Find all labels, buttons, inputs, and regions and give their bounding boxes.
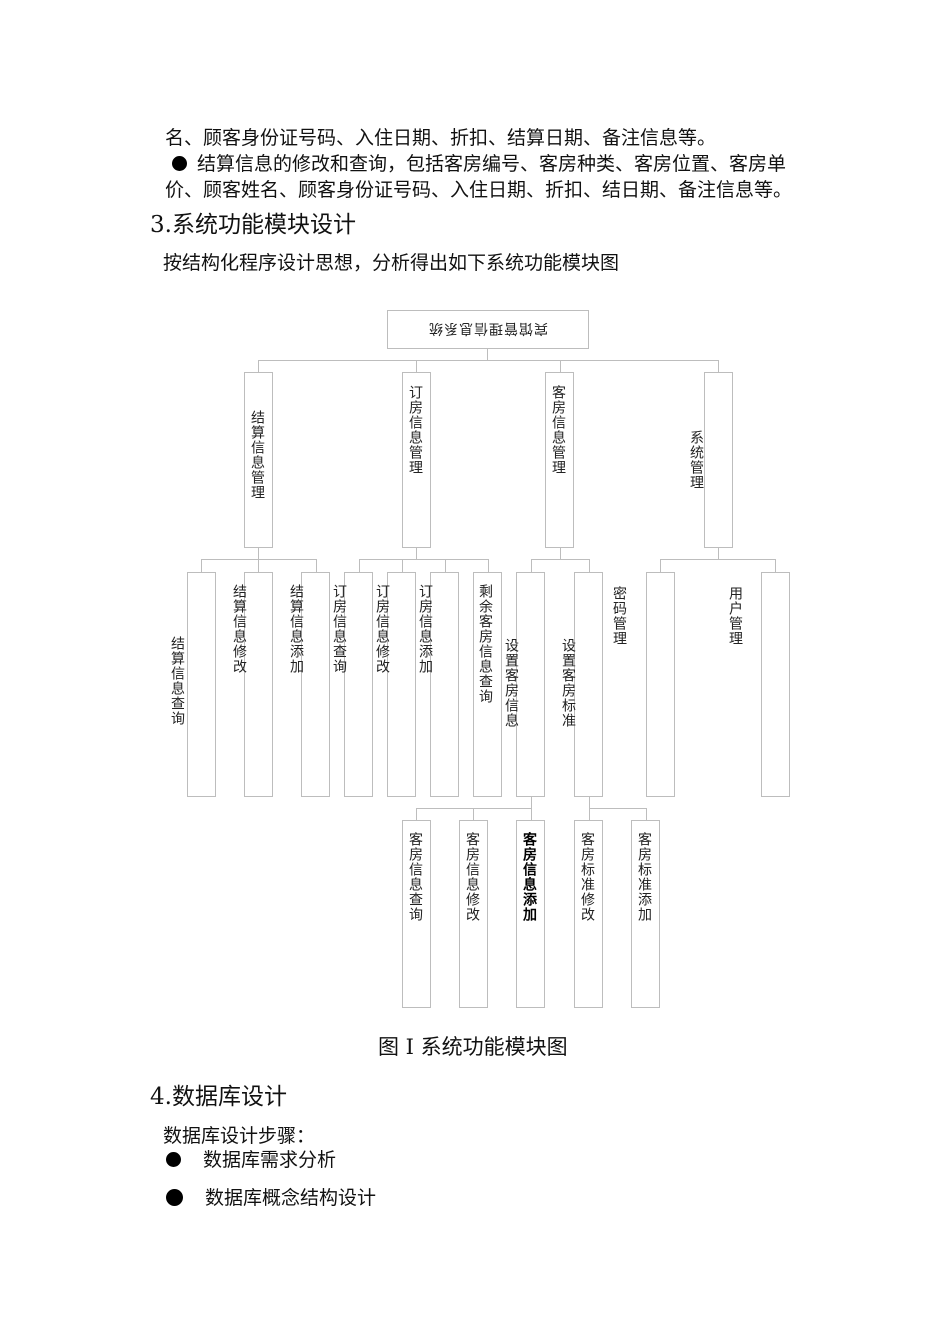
module-box-booking [402, 372, 431, 548]
paragraph-line: 结算信息的修改和查询，包括客房编号、客房种类、客房位置、客房单 [197, 153, 787, 175]
section-intro: 数据库设计步骤： [163, 1125, 316, 1147]
submodule-box [301, 572, 330, 797]
submodule-label: 密码管理 [611, 586, 627, 646]
connector [416, 548, 417, 559]
connector [531, 797, 532, 808]
submodule-box [430, 572, 459, 797]
bullet-paragraph: 结算信息的修改和查询，包括客房编号、客房种类、客房位置、客房单 [172, 152, 786, 176]
leaf-box [574, 820, 603, 1008]
submodule-label: 结算信息修改 [231, 584, 247, 674]
submodule-box [187, 572, 216, 797]
connector [531, 808, 532, 820]
connector [488, 559, 489, 572]
submodule-box [516, 572, 545, 797]
connector [201, 559, 317, 560]
submodule-label: 订房信息查询 [331, 584, 347, 674]
leaf-box [516, 820, 545, 1008]
connector [445, 559, 446, 572]
figure-caption: 图 I 系统功能模块图 [378, 1035, 568, 1059]
connector [660, 559, 661, 572]
leaf-box [402, 820, 431, 1008]
connector [560, 548, 561, 559]
section-heading: 3.系统功能模块设计 [150, 212, 356, 238]
submodule-label: 订房信息修改 [374, 584, 390, 674]
connector [660, 559, 776, 560]
module-label: 订房信息管理 [407, 385, 423, 475]
submodule-label: 订房信息添加 [417, 584, 433, 674]
root-box [387, 310, 589, 349]
connector [589, 808, 590, 820]
connector [775, 559, 776, 572]
submodule-label: 结算信息添加 [288, 584, 304, 674]
connector [416, 808, 417, 820]
connector [487, 349, 488, 360]
step-label: 数据库需求分析 [203, 1149, 337, 1171]
root-label: 宾馆管理信息系统 [428, 320, 548, 336]
module-label: 系统管理 [688, 430, 704, 490]
connector [416, 360, 417, 372]
connector [589, 808, 647, 809]
connector [531, 559, 532, 572]
bullet-icon [172, 155, 187, 171]
submodule-label: 剩余客房信息查询 [477, 584, 493, 704]
step-label: 数据库概念结构设计 [205, 1187, 377, 1209]
submodule-label: 设置客房信息 [503, 638, 519, 728]
submodule-box [574, 572, 603, 797]
section-intro: 按结构化程序设计思想，分析得出如下系统功能模块图 [163, 252, 620, 274]
connector [402, 559, 403, 572]
submodule-label: 结算信息查询 [169, 636, 185, 726]
module-box-room [545, 372, 574, 548]
connector [589, 797, 590, 808]
submodule-box [344, 572, 373, 797]
connector [718, 548, 719, 559]
connector [258, 548, 259, 559]
submodule-box [761, 572, 790, 797]
connector [316, 559, 317, 572]
connector [258, 360, 719, 361]
bullet-icon [166, 1188, 183, 1206]
connector [473, 808, 474, 820]
connector [258, 360, 259, 372]
submodule-box [244, 572, 273, 797]
step-item: 数据库概念结构设计 [166, 1186, 376, 1210]
leaf-label: 客房信息查询 [407, 832, 423, 922]
leaf-label: 客房信息修改 [464, 832, 480, 922]
paragraph-line: 价、顾客姓名、顾客身份证号码、入住日期、折扣、结日期、备注信息等。 [165, 179, 793, 201]
step-item: 数据库需求分析 [166, 1148, 336, 1172]
leaf-box [459, 820, 488, 1008]
paragraph-line: 名、顾客身份证号码、入住日期、折扣、结算日期、备注信息等。 [165, 127, 717, 149]
leaf-label: 客房标准添加 [636, 832, 652, 922]
connector [646, 808, 647, 820]
leaf-box [631, 820, 660, 1008]
section-heading: 4.数据库设计 [150, 1084, 287, 1110]
module-label: 结算信息管理 [249, 410, 265, 500]
module-box-settlement [244, 372, 273, 548]
connector [359, 559, 489, 560]
connector [416, 808, 532, 809]
module-box-system [704, 372, 733, 548]
connector [718, 360, 719, 372]
connector [258, 559, 259, 572]
connector [531, 559, 590, 560]
submodule-label: 设置客房标准 [560, 638, 576, 728]
module-label: 客房信息管理 [550, 385, 566, 475]
bullet-icon [166, 1151, 181, 1167]
connector [201, 559, 202, 572]
leaf-label: 客房信息添加 [521, 832, 537, 922]
connector [560, 360, 561, 372]
submodule-label: 用户管理 [727, 586, 743, 646]
submodule-box [387, 572, 416, 797]
submodule-box [473, 572, 502, 797]
leaf-label: 客房标准修改 [579, 832, 595, 922]
connector [589, 559, 590, 572]
connector [359, 559, 360, 572]
submodule-box [646, 572, 675, 797]
